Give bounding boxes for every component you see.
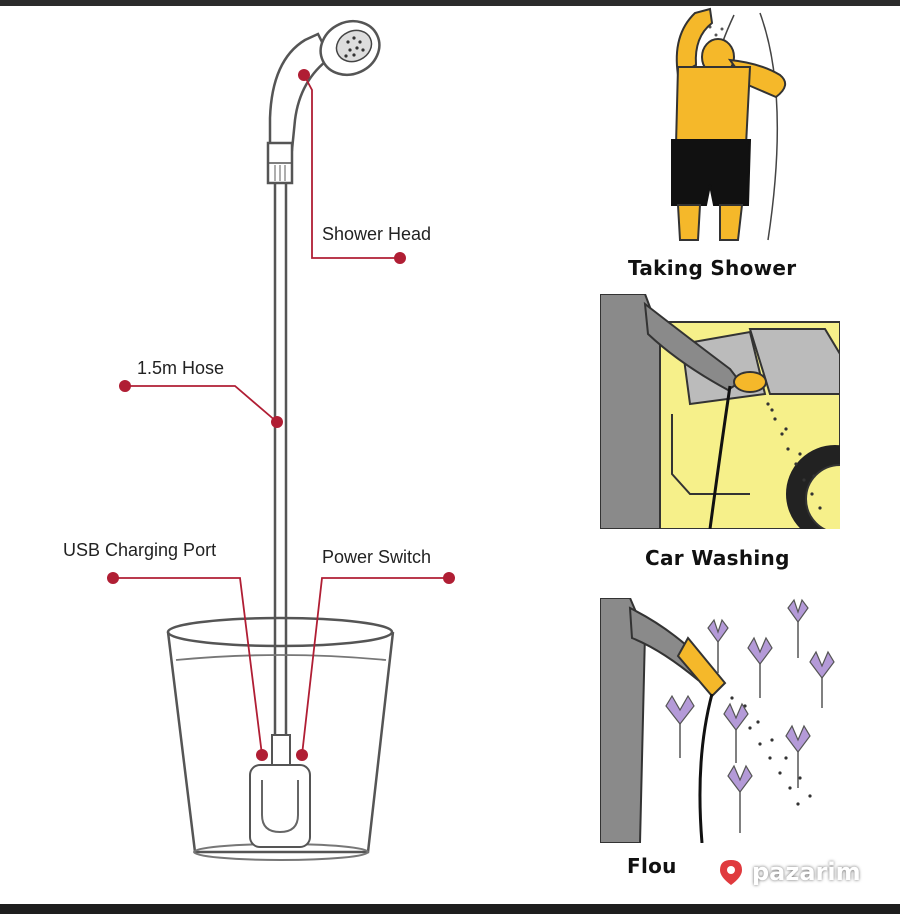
car-washing-illustration (600, 294, 840, 529)
flower-watering-illustration (600, 598, 845, 843)
bottom-border (0, 904, 900, 914)
taking-shower-illustration (671, 7, 787, 241)
watermark: pazarim (716, 852, 861, 892)
shower-head-label: Shower Head (322, 224, 432, 244)
taking-shower-caption: Taking Shower (628, 256, 797, 280)
callout-dots (107, 69, 455, 761)
power-switch-label: Power Switch (322, 547, 432, 567)
top-border (0, 0, 900, 6)
callout-lines (113, 74, 449, 756)
watermark-text: pazarim (752, 858, 861, 886)
hose-illustration (273, 183, 288, 740)
car-washing-caption: Car Washing (645, 546, 790, 570)
bucket-illustration (166, 616, 395, 861)
pump-illustration (249, 734, 311, 848)
hose-label: 1.5m Hose (137, 358, 225, 378)
pazarim-logo-icon (720, 860, 742, 885)
usb-charging-port-label: USB Charging Port (63, 540, 217, 560)
flower-watering-caption: Flou (627, 854, 677, 878)
shower-head-illustration (266, 19, 381, 185)
